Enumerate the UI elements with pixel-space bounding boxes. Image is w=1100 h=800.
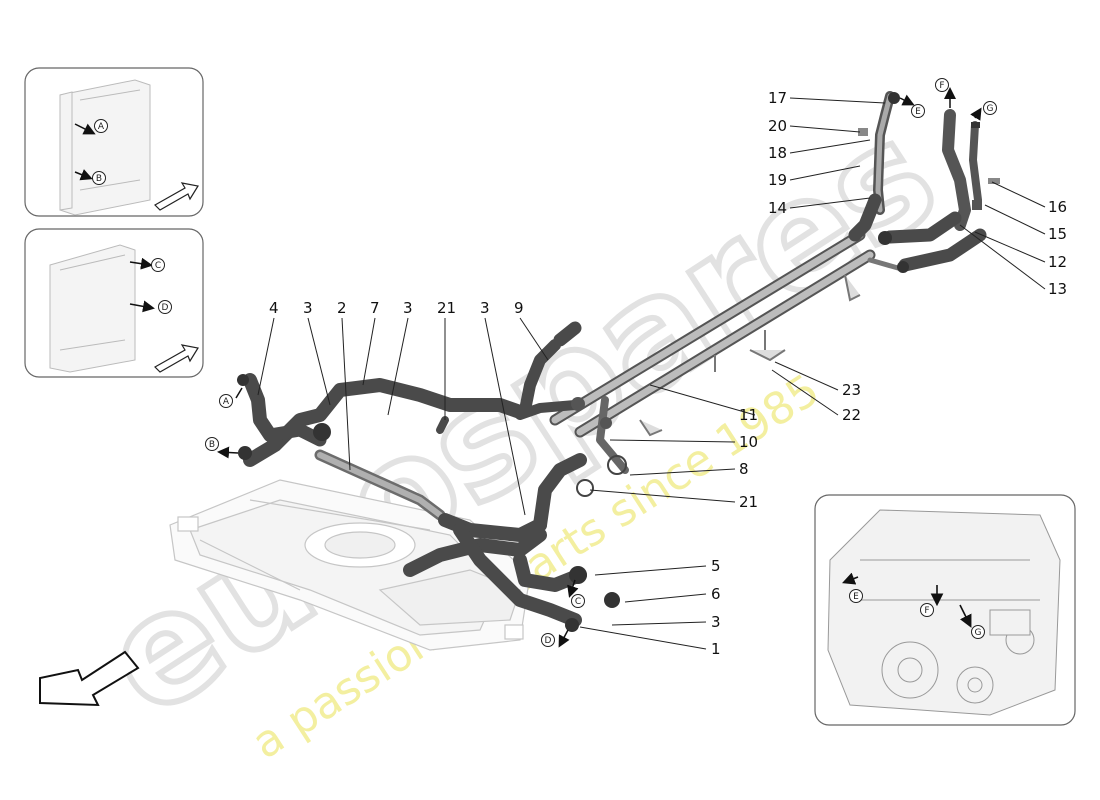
marker-g: G <box>983 101 997 115</box>
callout-2: 2 <box>337 299 347 317</box>
callout-21-a: 21 <box>437 299 456 317</box>
callout-21-b: 21 <box>739 493 758 511</box>
callout-16: 16 <box>1048 198 1067 216</box>
long-pipes <box>549 229 908 474</box>
callout-19: 19 <box>768 171 787 189</box>
inset-letters: A B C D E F G <box>92 119 985 639</box>
inset-engine <box>814 494 1076 726</box>
connection-markers: A B C D E F G <box>205 78 997 648</box>
callout-numbers: 17 20 18 19 14 16 15 12 13 4 3 2 7 3 21 … <box>269 89 1067 658</box>
svg-text:B: B <box>96 174 102 184</box>
svg-text:C: C <box>155 261 161 271</box>
svg-text:A: A <box>98 122 105 132</box>
callout-8: 8 <box>739 460 749 478</box>
callout-1: 1 <box>711 640 721 658</box>
marker-b: B <box>205 437 219 451</box>
callout-7: 7 <box>370 299 380 317</box>
callout-10: 10 <box>739 433 758 451</box>
svg-text:B: B <box>209 440 215 450</box>
callout-13: 13 <box>1048 280 1067 298</box>
svg-text:G: G <box>987 104 994 114</box>
callout-9: 9 <box>514 299 524 317</box>
callout-15: 15 <box>1048 225 1067 243</box>
callout-18: 18 <box>768 144 787 162</box>
callout-3-c: 3 <box>480 299 490 317</box>
callout-22: 22 <box>842 406 861 424</box>
leader-lines <box>257 97 1046 650</box>
marker-e: E <box>911 104 925 118</box>
callout-20: 20 <box>768 117 787 135</box>
svg-text:D: D <box>545 636 552 646</box>
marker-c: C <box>571 594 585 608</box>
callout-23: 23 <box>842 381 861 399</box>
svg-text:F: F <box>924 606 929 616</box>
svg-text:F: F <box>939 81 944 91</box>
marker-f: F <box>935 78 949 92</box>
svg-text:C: C <box>575 597 581 607</box>
front-direction-arrow <box>39 650 140 707</box>
inset-radiator-cd <box>24 228 204 378</box>
callout-17: 17 <box>768 89 787 107</box>
callout-14: 14 <box>768 199 787 217</box>
marker-d: D <box>541 633 555 647</box>
callout-5: 5 <box>711 557 721 575</box>
marker-a: A <box>219 394 233 408</box>
svg-text:E: E <box>853 592 859 602</box>
callout-3-a: 3 <box>303 299 313 317</box>
inset-radiator-ab <box>24 67 204 217</box>
svg-text:E: E <box>915 107 921 117</box>
svg-text:D: D <box>162 303 169 313</box>
right-hose-assembly <box>848 91 1000 273</box>
svg-text:G: G <box>975 628 982 638</box>
callout-4: 4 <box>269 299 279 317</box>
callout-3-d: 3 <box>711 613 721 631</box>
svg-text:A: A <box>223 397 230 407</box>
callout-11: 11 <box>739 406 758 424</box>
callout-6: 6 <box>711 585 721 603</box>
left-hose-assembly <box>237 321 627 632</box>
callout-3-b: 3 <box>403 299 413 317</box>
callout-12: 12 <box>1048 253 1067 271</box>
